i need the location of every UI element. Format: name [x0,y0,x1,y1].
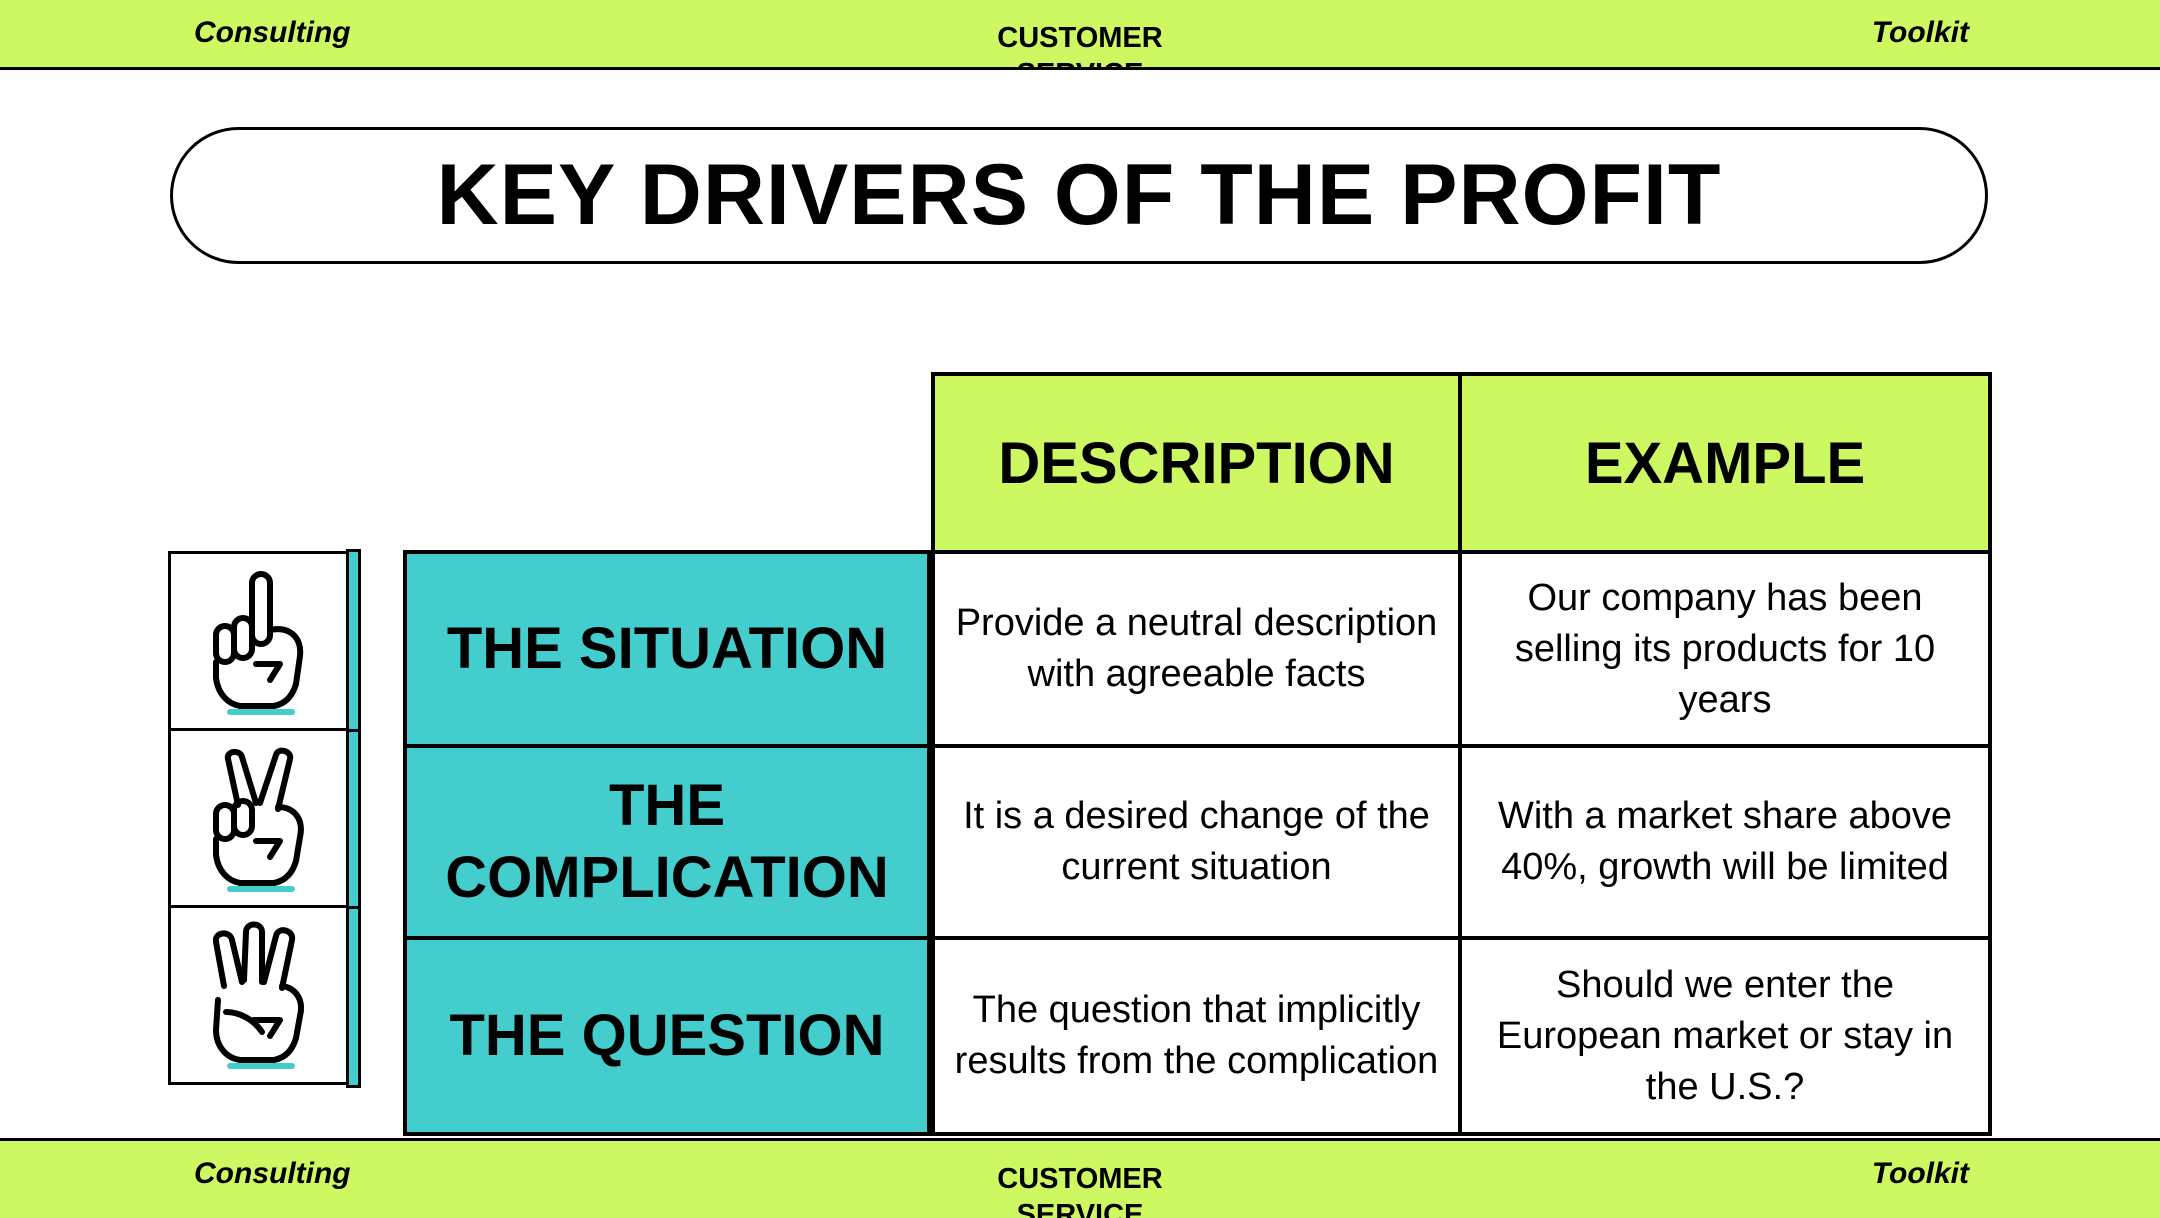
three-fingers-hand-icon [168,905,350,1085]
footer-center-label: CUSTOMER SERVICE [997,1163,1163,1218]
situation-description-cell: Provide a neutral description with agree… [931,550,1462,748]
row-label-question: THE QUESTION [403,936,931,1136]
header-center-label: CUSTOMER SERVICE [997,22,1163,67]
title-pill: KEY DRIVERS OF THE PROFIT [170,127,1988,264]
example-column-header: EXAMPLE [1458,372,1992,554]
header-right-label: Toolkit [1871,16,1969,49]
icon-column-accent-bar [346,549,361,1088]
page-title: KEY DRIVERS OF THE PROFIT [436,147,1722,243]
question-example-cell: Should we enter the European market or s… [1458,936,1992,1136]
footer-left-label: Consulting [194,1157,351,1190]
footer-right-label: Toolkit [1871,1157,1969,1190]
situation-example-cell: Our company has been selling its product… [1458,550,1992,748]
header-left-label: Consulting [194,16,351,49]
two-fingers-hand-icon [168,728,350,908]
top-header-band: Consulting CUSTOMER SERVICE Toolkit [0,0,2160,70]
row-label-complication: THE COMPLICATION [403,744,931,940]
question-description-cell: The question that implicitly results fro… [931,936,1462,1136]
description-column-header: DESCRIPTION [931,372,1462,554]
bottom-footer-band: Consulting CUSTOMER SERVICE Toolkit [0,1138,2160,1218]
one-finger-hand-icon [168,551,350,731]
complication-example-cell: With a market share above 40%, growth wi… [1458,744,1992,940]
complication-description-cell: It is a desired change of the current si… [931,744,1462,940]
row-label-situation: THE SITUATION [403,550,931,748]
